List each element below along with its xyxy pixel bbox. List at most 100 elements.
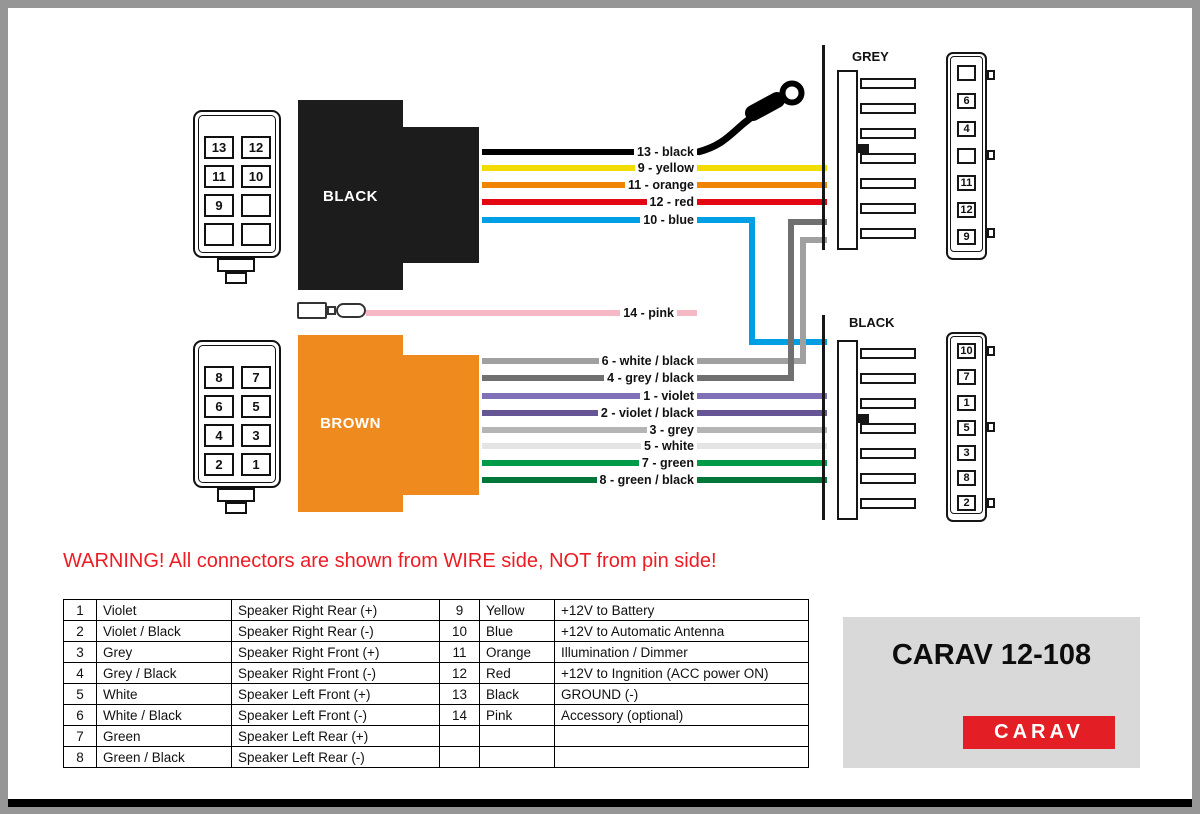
comb-tooth <box>860 203 916 214</box>
table-row: 4 Grey / Black Speaker Right Front (-) 1… <box>63 662 809 684</box>
wire-color: Grey / Black <box>96 662 232 684</box>
warning-text: WARNING! All connectors are shown from W… <box>63 550 717 572</box>
pin-number: 2 <box>63 620 97 642</box>
wire-label-5: 5 - white <box>640 438 697 454</box>
comb-spine <box>837 70 858 250</box>
wire-function: Speaker Right Rear (-) <box>231 620 440 642</box>
wire-function: Illumination / Dimmer <box>554 641 809 663</box>
front-tab <box>987 150 995 160</box>
plug-pin-cell <box>241 194 271 217</box>
front-pin <box>957 65 976 81</box>
front-pin <box>957 148 976 164</box>
wire-label-11: 11 - orange <box>625 177 697 193</box>
front-tab <box>987 498 995 508</box>
plug-pin-cell: 13 <box>204 136 234 159</box>
front-pin: 7 <box>957 369 976 385</box>
wire-label-1: 1 - violet <box>640 388 697 404</box>
comb-latch <box>856 144 869 153</box>
comb-tooth <box>860 398 916 409</box>
pin-number: 4 <box>63 662 97 684</box>
iso-grey-side-view <box>822 45 918 255</box>
comb-plate <box>822 315 825 520</box>
front-inner-outline <box>950 56 983 252</box>
black-block-label: BLACK <box>323 188 378 205</box>
wire-label-7: 7 - green <box>638 455 697 471</box>
pin-number: 1 <box>63 599 97 621</box>
inline-connector-icon <box>336 303 366 318</box>
wire-color: Green / Black <box>96 746 232 768</box>
wire-function: Speaker Left Front (-) <box>231 704 440 726</box>
front-tab <box>987 228 995 238</box>
pin-number: 3 <box>63 641 97 663</box>
inline-connector-icon <box>327 306 336 315</box>
wire-4-grey-black <box>788 219 794 381</box>
table-row: 5 White Speaker Left Front (+) 13 Black … <box>63 683 809 705</box>
comb-plate <box>822 45 825 250</box>
pin-number: 7 <box>63 725 97 747</box>
brand-panel: CARAV 12-108 CARAV <box>843 617 1140 768</box>
table-row: 2 Violet / Black Speaker Right Rear (-) … <box>63 620 809 642</box>
plug-pin-cell: 1 <box>241 453 271 476</box>
pin-number: 6 <box>63 704 97 726</box>
plug-pin-cell: 5 <box>241 395 271 418</box>
wire-color: White / Black <box>96 704 232 726</box>
comb-tooth <box>860 103 916 114</box>
wire-color: Orange <box>479 641 555 663</box>
brown-block-extension <box>403 355 479 495</box>
wire-color: Yellow <box>479 599 555 621</box>
pin-number <box>439 725 480 747</box>
plug-pin-cell: 4 <box>204 424 234 447</box>
wire-6-white-black <box>800 237 827 243</box>
comb-tooth <box>860 373 916 384</box>
wire-color: Blue <box>479 620 555 642</box>
comb-latch <box>856 414 869 423</box>
inline-connector-icon <box>297 302 327 319</box>
comb-tooth <box>860 473 916 484</box>
bottom-rule <box>8 799 1192 807</box>
front-pin: 11 <box>957 175 976 191</box>
table-row: 1 Violet Speaker Right Rear (+) 9 Yellow… <box>63 599 809 621</box>
front-tab <box>987 422 995 432</box>
wire-13-black <box>482 149 700 155</box>
pin-number: 10 <box>439 620 480 642</box>
wire-function: Speaker Right Front (+) <box>231 641 440 663</box>
wire-function: Speaker Left Rear (+) <box>231 725 440 747</box>
iso-black-side-view <box>822 315 918 525</box>
plug-pin-cell: 12 <box>241 136 271 159</box>
radio-plug-bottom: 8 7 6 5 4 3 2 1 <box>193 340 285 522</box>
comb-tooth <box>860 348 916 359</box>
table-row: 7 Green Speaker Left Rear (+) <box>63 725 809 747</box>
comb-tooth <box>860 153 916 164</box>
wire-color: Pink <box>479 704 555 726</box>
front-pin: 8 <box>957 470 976 486</box>
wire-14-pink <box>366 310 697 316</box>
pin-number: 13 <box>439 683 480 705</box>
wire-6-white-black <box>800 237 806 364</box>
wire-function <box>554 725 809 747</box>
black-block-extension <box>403 127 479 263</box>
wire-label-4: 4 - grey / black <box>604 370 697 386</box>
wire-function: +12V to Battery <box>554 599 809 621</box>
plug-tab <box>217 258 255 272</box>
wire-label-3: 3 - grey <box>646 422 697 438</box>
wire-color: White <box>96 683 232 705</box>
wire-color: Black <box>479 683 555 705</box>
plug-pin-cell: 8 <box>204 366 234 389</box>
wire-function: Speaker Left Front (+) <box>231 683 440 705</box>
pin-number: 8 <box>63 746 97 768</box>
wire-function: Speaker Right Front (-) <box>231 662 440 684</box>
plug-pin-cell <box>241 223 271 246</box>
ground-ring-terminal-icon <box>697 80 805 156</box>
comb-tooth <box>860 128 916 139</box>
wire-function: Speaker Right Rear (+) <box>231 599 440 621</box>
carav-logo: CARAV <box>963 716 1115 749</box>
wire-function: Accessory (optional) <box>554 704 809 726</box>
wire-color: Violet / Black <box>96 620 232 642</box>
pinout-table: 1 Violet Speaker Right Rear (+) 9 Yellow… <box>63 599 809 768</box>
table-row: 8 Green / Black Speaker Left Rear (-) <box>63 746 809 768</box>
wire-label-12: 12 - red <box>646 194 697 210</box>
wire-label-9: 9 - yellow <box>634 160 697 176</box>
front-pin: 2 <box>957 495 976 511</box>
comb-spine <box>837 340 858 520</box>
comb-tooth <box>860 178 916 189</box>
